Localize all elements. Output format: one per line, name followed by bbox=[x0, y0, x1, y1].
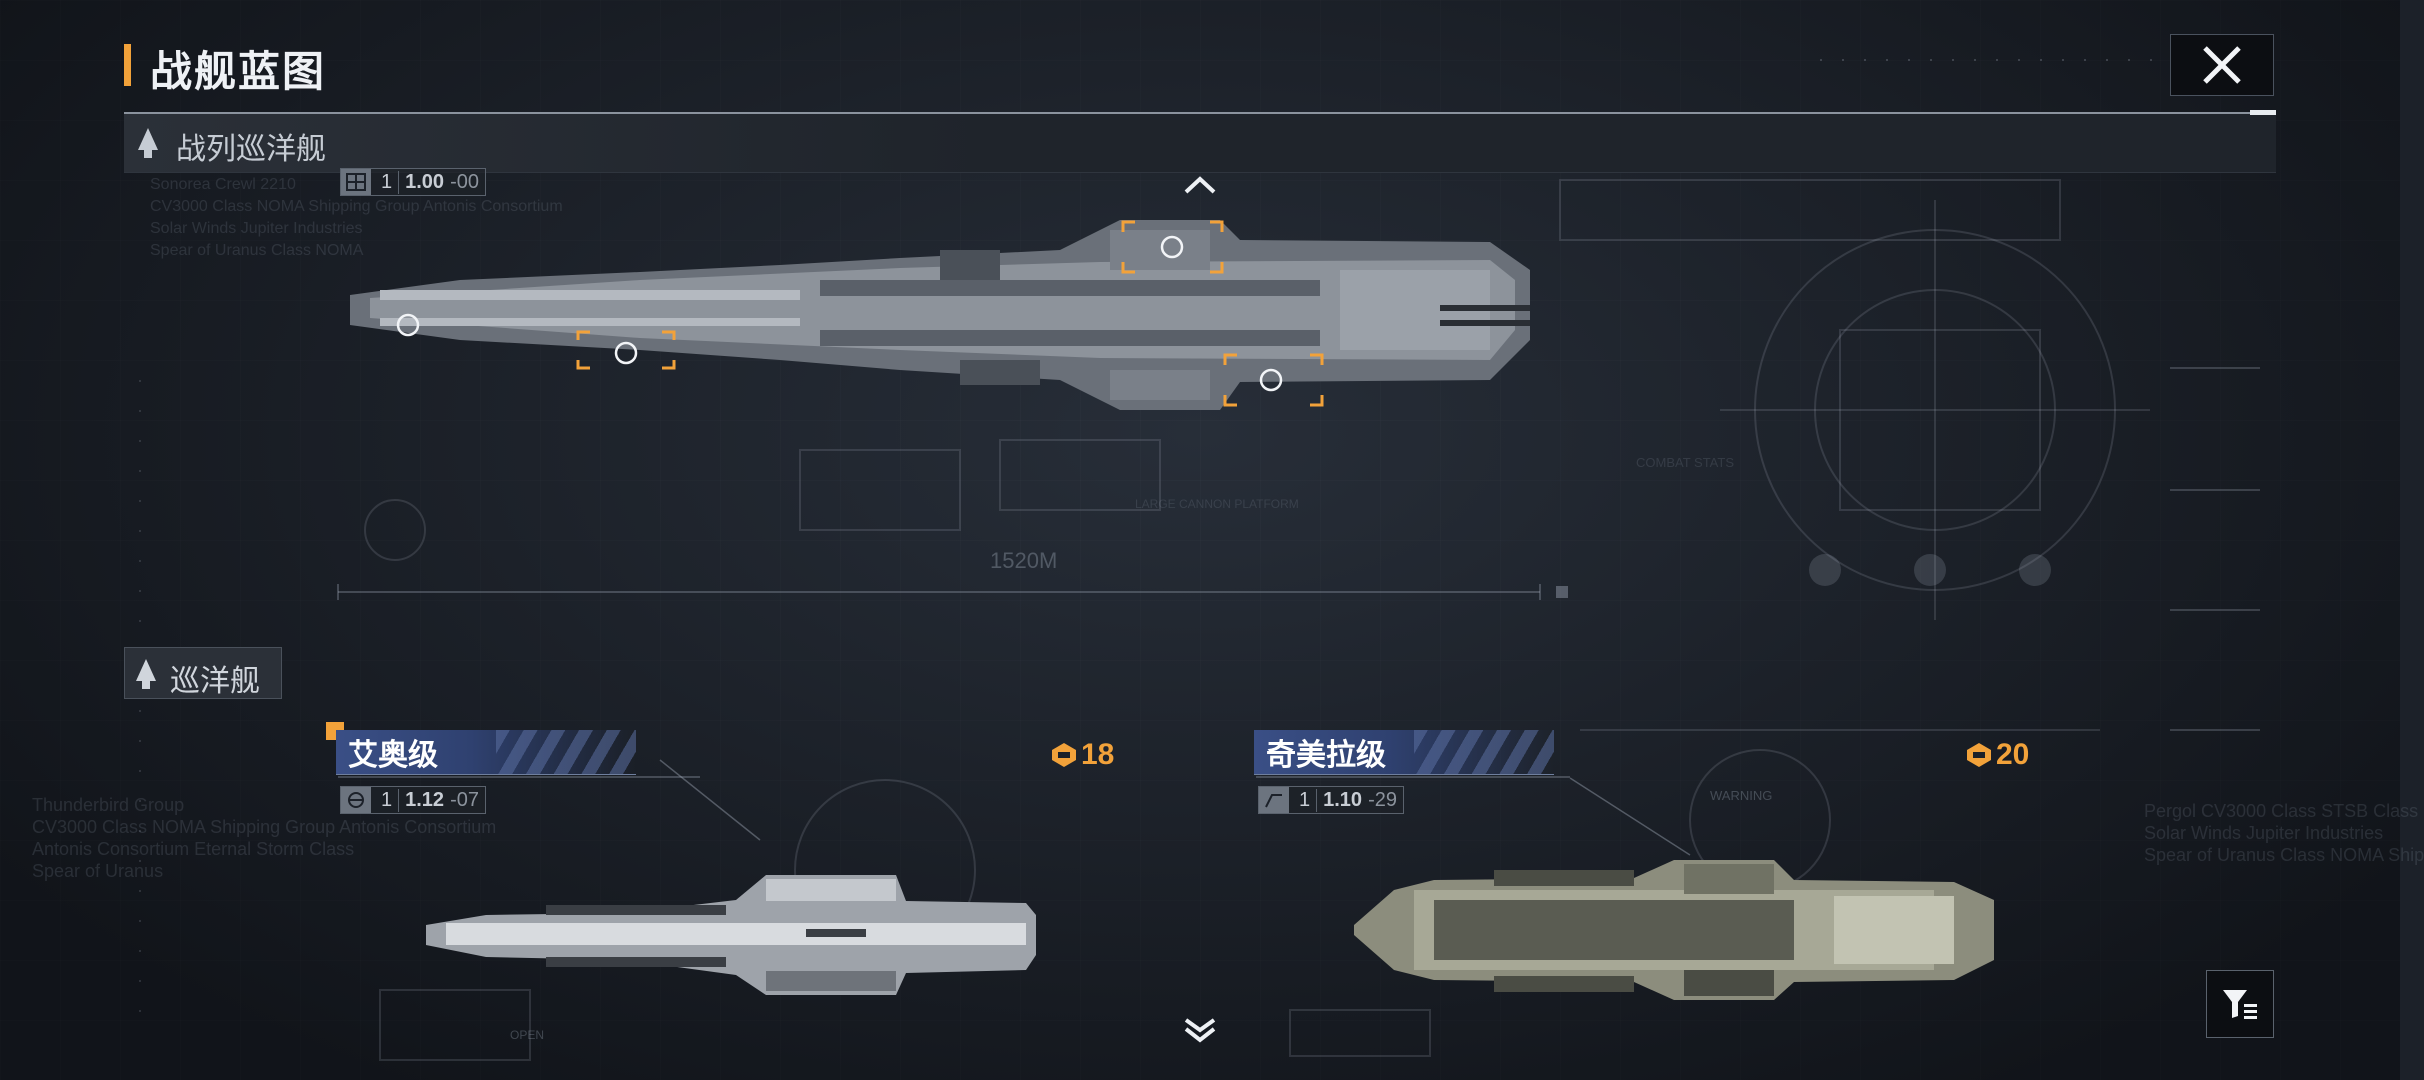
decor-warning: WARNING bbox=[1710, 788, 1773, 803]
stat-delta: -00 bbox=[450, 170, 479, 193]
double-chevron-down-icon bbox=[1184, 1018, 1216, 1043]
page-title: 战舰蓝图 bbox=[150, 48, 327, 95]
card-name: 奇美拉级 bbox=[1266, 739, 1386, 772]
stat-delta: -29 bbox=[1368, 788, 1397, 811]
ship-silhouette-icon bbox=[138, 128, 158, 158]
section-label-battlecruiser: 战列巡洋舰 bbox=[176, 133, 326, 166]
header-divider bbox=[124, 112, 2276, 114]
ship-silhouette-icon bbox=[136, 659, 156, 689]
filter-button[interactable] bbox=[2206, 970, 2274, 1038]
battlecruiser-section-bar bbox=[124, 114, 2276, 173]
title-bar-stripes bbox=[496, 730, 636, 774]
scroll-down-button[interactable] bbox=[1183, 1016, 1217, 1051]
card-cost-value: 20 bbox=[1996, 738, 2030, 771]
speed-icon bbox=[1259, 787, 1289, 813]
decor-text-left-2: Thunderbird Group CV3000 Class NOMA Ship… bbox=[32, 795, 497, 881]
commander-badge-icon bbox=[1967, 743, 1991, 767]
card-cost: 18 bbox=[1051, 738, 1114, 772]
decor-combat-stats: COMBAT STATS bbox=[1636, 455, 1734, 470]
close-button[interactable] bbox=[2170, 34, 2274, 96]
card-stat-tag: 1 1.10 -29 bbox=[1258, 786, 1404, 814]
ship-model-chimera bbox=[1354, 860, 1994, 1000]
section-label-cruiser: 巡洋舰 bbox=[170, 665, 260, 698]
title-accent-bar bbox=[124, 44, 131, 86]
stat-value: 1.00 bbox=[405, 170, 445, 193]
stat-count: 1 bbox=[375, 788, 400, 812]
title-bar-stripes bbox=[1414, 730, 1554, 774]
grid-icon bbox=[341, 169, 371, 195]
close-x-icon bbox=[2203, 46, 2241, 84]
card-name: 艾奥级 bbox=[348, 739, 438, 772]
stat-count: 1 bbox=[1293, 788, 1318, 812]
stat-value: 1.12 bbox=[405, 788, 445, 811]
card-stat-tag: 1 1.12 -07 bbox=[340, 786, 486, 814]
ship-length-label: 1520M bbox=[990, 548, 1058, 573]
engine-icon bbox=[341, 787, 371, 813]
decor-text-right: Pergol CV3000 Class STSB Class Solar Win… bbox=[2144, 801, 2424, 865]
decor-large-cannon: LARGE CANNON PLATFORM bbox=[1135, 497, 1299, 511]
header-divider-cap bbox=[2250, 110, 2276, 115]
decor-open: OPEN bbox=[510, 1028, 545, 1042]
ship-card-chimera[interactable]: 奇美拉级 20 1 1.10 -29 bbox=[1254, 730, 2044, 1060]
card-title-bar: 奇美拉级 bbox=[1254, 730, 1554, 775]
card-cost: 20 bbox=[1966, 738, 2029, 772]
battlecruiser-model[interactable] bbox=[340, 210, 1540, 440]
chevron-up-icon bbox=[1184, 176, 1216, 194]
ship-card-io[interactable]: 艾奥级 18 1 1.12 -07 bbox=[326, 722, 1114, 1060]
filter-funnel-icon bbox=[2223, 990, 2257, 1019]
decor-text-left: Sonorea Crewl 2210 CV3000 Class NOMA Shi… bbox=[150, 176, 563, 259]
ship-model-io bbox=[426, 875, 1036, 995]
card-cost-value: 18 bbox=[1081, 738, 1115, 771]
stat-count: 1 bbox=[375, 170, 400, 194]
commander-badge-icon bbox=[1052, 743, 1076, 767]
card-title-bar: 艾奥级 bbox=[336, 730, 636, 775]
stat-value: 1.10 bbox=[1323, 788, 1363, 811]
stat-delta: -07 bbox=[450, 788, 479, 811]
featured-ship-stat-tag: 1 1.00 -00 bbox=[340, 168, 486, 196]
scroll-up-button[interactable] bbox=[1183, 172, 1217, 203]
